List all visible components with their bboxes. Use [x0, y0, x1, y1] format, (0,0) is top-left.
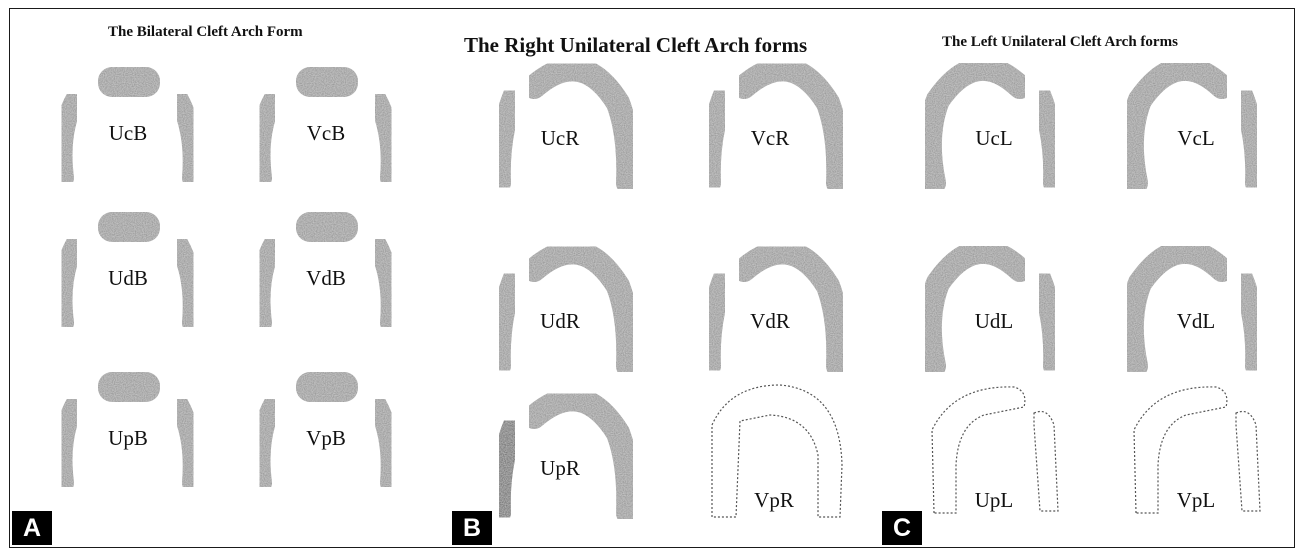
arch-UdR: UdR — [500, 252, 629, 366]
arch-label: VdL — [1177, 309, 1216, 333]
arch-UpL: UpL — [932, 387, 1058, 513]
arch-label: UpR — [540, 456, 580, 480]
arch-segment — [63, 98, 77, 178]
arch-segment — [500, 278, 514, 366]
panel-a-letter-badge: A — [12, 511, 52, 545]
arch-segment — [710, 95, 724, 183]
arch-label: VdB — [306, 266, 346, 290]
arch-VcR: VcR — [710, 69, 839, 183]
arch-segment — [500, 425, 514, 513]
arch-segment — [1242, 278, 1256, 366]
arch-label: UdL — [975, 309, 1014, 333]
arch-segment — [178, 243, 193, 323]
arch-label: UpB — [108, 426, 148, 450]
arch-segment — [63, 243, 77, 323]
arch-UdB: UdB — [63, 212, 193, 323]
arch-segment — [261, 403, 275, 483]
panel-b-letter-badge: B — [452, 511, 492, 545]
arch-UcB: UcB — [63, 67, 193, 178]
arch-segment — [178, 98, 193, 178]
arch-segment — [261, 243, 275, 323]
arch-segment — [98, 212, 160, 242]
arch-UcL: UcL — [930, 69, 1054, 183]
arch-VpL: VpL — [1134, 387, 1260, 513]
arch-UpR: UpR — [500, 399, 629, 513]
arch-segment — [710, 278, 724, 366]
arch-label: UcR — [541, 126, 580, 150]
arch-segment — [63, 403, 77, 483]
arch-label: UdR — [540, 309, 580, 333]
arch-segment — [1040, 278, 1054, 366]
arch-UdL: UdL — [930, 252, 1054, 366]
arch-outline — [1236, 412, 1260, 512]
arch-segment — [500, 95, 514, 183]
arch-segment — [261, 98, 275, 178]
arch-label: VcL — [1177, 126, 1214, 150]
arch-VpB: VpB — [261, 372, 391, 483]
arch-segment — [376, 243, 391, 323]
arch-VdL: VdL — [1132, 252, 1256, 366]
arch-VdR: VdR — [710, 252, 839, 366]
arch-segment — [178, 403, 193, 483]
arch-label: VdR — [750, 309, 790, 333]
arch-label: VcB — [307, 121, 346, 145]
arch-segment — [1040, 95, 1054, 183]
arch-segment — [376, 98, 391, 178]
arch-label: UcB — [109, 121, 148, 145]
arch-segment — [296, 212, 358, 242]
arch-outline — [1034, 412, 1058, 512]
arch-UcR: UcR — [500, 69, 629, 183]
arch-label: VcR — [751, 126, 790, 150]
arch-segment — [1242, 95, 1256, 183]
arch-label: VpR — [754, 488, 794, 512]
arch-segment — [296, 67, 358, 97]
arch-label: UcL — [975, 126, 1012, 150]
arch-segment — [296, 372, 358, 402]
arch-segment — [98, 372, 160, 402]
arch-segment — [98, 67, 160, 97]
arch-UpB: UpB — [63, 372, 193, 483]
arch-VpR: VpR — [712, 385, 842, 517]
arch-label: VpL — [1177, 488, 1216, 512]
arch-VdB: VdB — [261, 212, 391, 323]
arch-label: UpL — [975, 488, 1014, 512]
arch-segment — [376, 403, 391, 483]
panel-c-letter-badge: C — [882, 511, 922, 545]
arch-VcL: VcL — [1132, 69, 1256, 183]
arch-label: UdB — [108, 266, 148, 290]
arch-label: VpB — [306, 426, 346, 450]
arch-VcB: VcB — [261, 67, 391, 178]
